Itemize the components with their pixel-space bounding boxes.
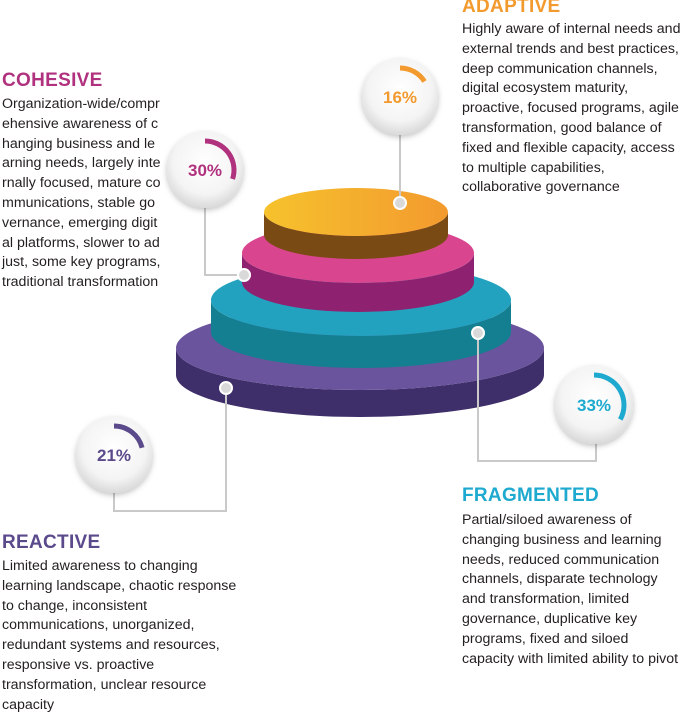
connector-fragmented bbox=[477, 333, 597, 462]
dot-cohesive bbox=[237, 268, 251, 282]
connector-cohesive bbox=[204, 208, 244, 276]
tier-reactive-side bbox=[176, 348, 544, 417]
tier-fragmented-side bbox=[211, 300, 511, 368]
tier-adaptive-side bbox=[264, 212, 448, 259]
dot-adaptive bbox=[393, 196, 407, 210]
connector-lines bbox=[113, 128, 597, 512]
adaptive-title: ADAPTIVE bbox=[462, 0, 561, 17]
badge-reactive: 21% bbox=[76, 417, 152, 493]
badge-adaptive: 16% bbox=[362, 59, 438, 135]
badge-fragmented-progress-arc bbox=[593, 372, 627, 421]
badge-reactive-percent: 21% bbox=[97, 446, 131, 465]
badge-cohesive-percent: 30% bbox=[188, 161, 222, 180]
reactive-title: REACTIVE bbox=[2, 532, 101, 553]
badge-cohesive: 30% bbox=[167, 132, 243, 208]
badge-adaptive-percent: 16% bbox=[383, 88, 417, 107]
dot-reactive bbox=[219, 381, 233, 395]
dot-fragmented bbox=[471, 326, 485, 340]
tier-cohesive-side bbox=[242, 253, 474, 312]
tier-adaptive-top bbox=[264, 188, 448, 236]
badge-reactive-progress-arc bbox=[113, 423, 145, 449]
connector-dots bbox=[219, 196, 485, 395]
fragmented-title: FRAGMENTED bbox=[462, 485, 600, 506]
tier-adaptive bbox=[264, 188, 448, 259]
badge-fragmented-percent: 33% bbox=[577, 396, 611, 415]
cohesive-title: COHESIVE bbox=[2, 70, 103, 91]
adaptive-description: Highly aware of internal needs and exter… bbox=[462, 21, 681, 196]
reactive-description: Limited awareness to changing learning l… bbox=[2, 558, 237, 713]
connector-reactive bbox=[113, 388, 227, 512]
badge-adaptive-progress-arc bbox=[399, 65, 427, 83]
badge-fragmented: 33% bbox=[555, 366, 633, 444]
fragmented-description: Partial/siloed awareness of changing bus… bbox=[462, 512, 679, 667]
badge-cohesive-progress-arc bbox=[204, 138, 237, 180]
cohesive-description: Organization-wide/comprehensive awarenes… bbox=[2, 96, 161, 291]
